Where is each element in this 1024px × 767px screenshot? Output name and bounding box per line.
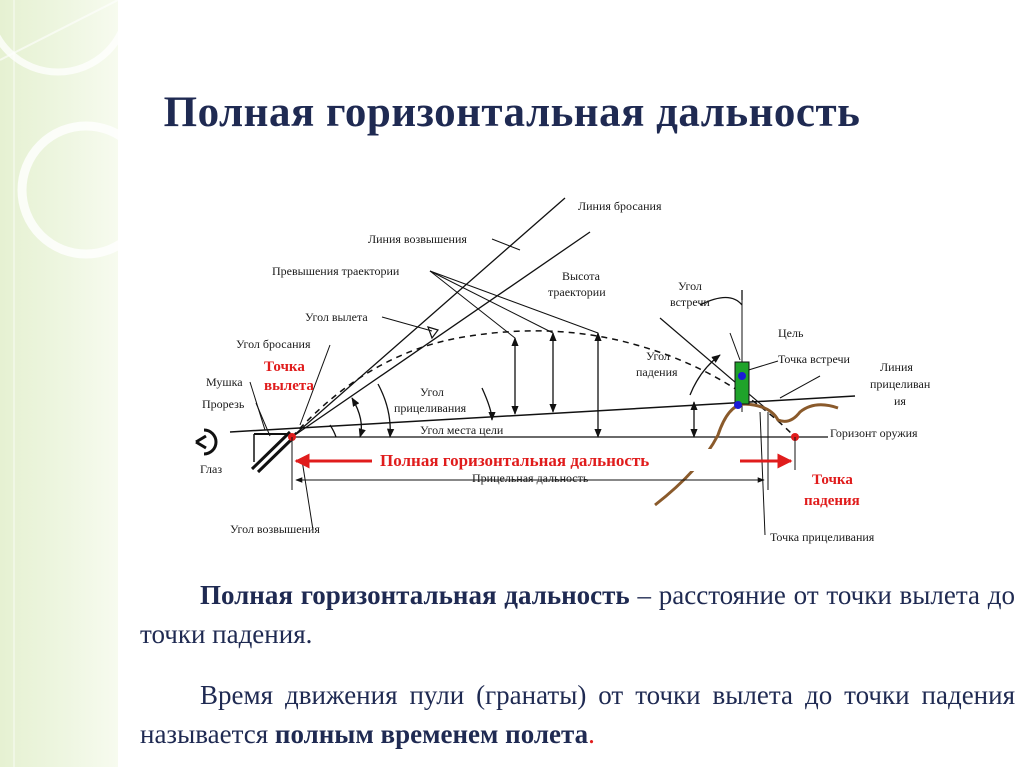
full-range-label-bg [372,449,740,471]
label-departure-point: Точка [264,359,305,375]
label-fall-point: падения [804,493,860,509]
flight-time-term: полным временем полета [274,719,589,749]
label-fall-angle: падения [636,365,678,379]
label-aim-range: Прицельная дальность [472,471,589,485]
flight-time-dot: . [588,719,595,749]
label-trajectory-height: Высота [562,269,601,283]
label-elevation-angle: Угол возвышения [230,522,320,536]
definition-term: Полная горизонтальная дальность [200,580,630,610]
label-departure-point: вылета [264,378,314,394]
label-target: Цель [778,326,804,340]
label-throw-angle: Угол бросания [236,337,311,351]
label-aiming-angle: прицеливания [394,401,467,415]
label-throw-line: Линия бросания [578,199,662,213]
label-meet-point: Точка встречи [778,352,851,366]
aim-point-dot [734,401,742,409]
label-elevation-line: Линия возвышения [368,232,467,246]
label-site-angle: Угол места цели [420,423,504,437]
label-eye: Глаз [200,462,222,476]
target-box [734,361,750,405]
aiming-line [229,395,856,433]
definition-paragraph: Полная горизонтальная дальность – рассто… [140,576,1015,654]
label-aim-line: ия [894,394,906,408]
label-aim-line: прицеливан [870,377,931,391]
label-front-sight: Мушка [206,375,243,389]
leader-lines [249,238,821,536]
label-aim-line: Линия [880,360,913,374]
barrel-icon [250,430,296,474]
label-fall-point: Точка [812,472,853,488]
label-weapon-horizon: Горизонт оружия [830,426,918,440]
page-title: Полная горизонтальная дальность [163,89,861,136]
label-departure-angle: Угол вылета [305,310,368,324]
decorative-circles [0,0,118,767]
label-meet-angle: встречи [670,295,710,309]
label-trajectory-excess: Превышения траектории [272,264,400,278]
label-rear-sight: Прорезь [202,397,245,411]
definition-text: – расстояние от точки вылета до точки па… [140,580,1015,649]
target-tangent [659,317,771,413]
label-trajectory-height: траектории [548,285,606,299]
label-full-range: Полная горизонтальная дальность [380,451,649,470]
trajectory-curve [291,330,796,438]
elevation-line [291,231,591,438]
eye-icon [195,428,218,456]
label-aiming-angle: Угол [420,385,444,399]
label-fall-angle: Угол [646,349,670,363]
meet-point-dot [738,372,746,380]
departure-angle-marker [427,326,439,340]
label-meet-angle: Угол [678,279,702,293]
flight-time-text: Время движения пули (гранаты) от точки в… [140,680,1015,749]
label-aiming-point: Точка прицеливания [770,530,875,544]
throw-line [291,197,566,438]
flight-time-paragraph: Время движения пули (гранаты) от точки в… [140,676,1015,754]
